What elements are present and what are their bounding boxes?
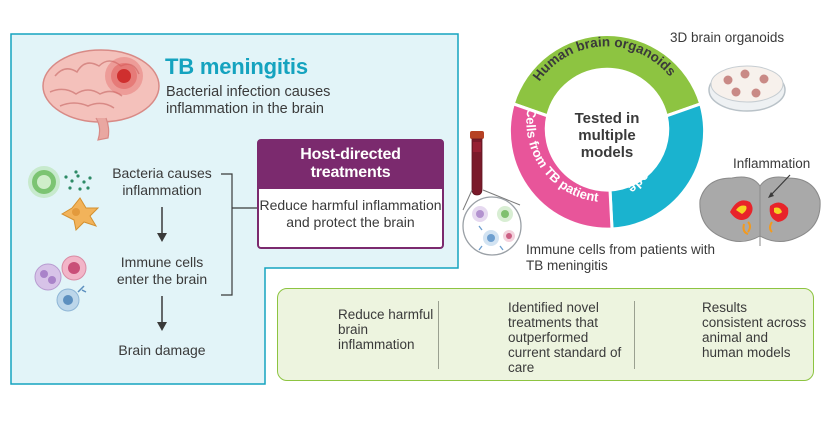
tb-meningitis-panel — [10, 33, 459, 385]
models-ring — [507, 33, 707, 231]
segment-human-brain-organoids — [511, 33, 703, 118]
petri-dish-icon — [708, 65, 786, 112]
inflamed-brain-icon — [42, 49, 160, 141]
segment-mouse-models — [608, 101, 707, 231]
panel-title: TB meningitis — [165, 54, 308, 79]
immune-cells-label: Immune cells from patients with TB menin… — [526, 242, 716, 273]
panel-subtitle: Bacterial infection causes inflammation … — [166, 84, 331, 117]
segment-label-mouse: Mouse models — [0, 0, 666, 197]
results-divider-1 — [438, 301, 439, 369]
results-divider-2 — [634, 301, 635, 369]
bacteria-macrophage-icon — [28, 166, 100, 232]
result-novel-treatments: Identified novel treatments that outperf… — [508, 300, 622, 375]
step-immune-cells: Immune cells enter the brain — [116, 254, 208, 287]
treatment-body: Reduce harmful inflammation and protect … — [259, 197, 442, 230]
flow-arrows — [157, 207, 167, 331]
result-consistent: Results consistent across animal and hum… — [702, 300, 807, 360]
result-reduce-inflammation: Reduce harmful brain inflammation — [338, 307, 434, 352]
treatment-header: Host-directed treatments — [259, 141, 442, 189]
zoom-lines — [462, 189, 521, 211]
bracket-connector — [221, 173, 257, 296]
segment-label-patients: Cells from TB patients — [0, 0, 600, 205]
host-directed-treatments-card: Host-directed treatments Reduce harmful … — [257, 139, 444, 249]
models-center-text: Tested in multiple models — [574, 110, 640, 161]
step-bacteria: Bacteria causes inflammation — [112, 165, 212, 198]
inflammation-label: Inflammation — [733, 156, 811, 171]
segment-cells-from-tb-patients — [507, 101, 614, 231]
mouse-brain-section-icon — [699, 174, 821, 246]
organoids-label: 3D brain organoids — [670, 30, 785, 45]
blood-tube-icon — [470, 131, 484, 196]
immune-cells-icon — [34, 255, 87, 312]
step-brain-damage: Brain damage — [118, 342, 206, 358]
results-panel: Reduce harmful brain inflammation Identi… — [277, 288, 814, 381]
patient-immune-cells-icon — [462, 196, 522, 256]
